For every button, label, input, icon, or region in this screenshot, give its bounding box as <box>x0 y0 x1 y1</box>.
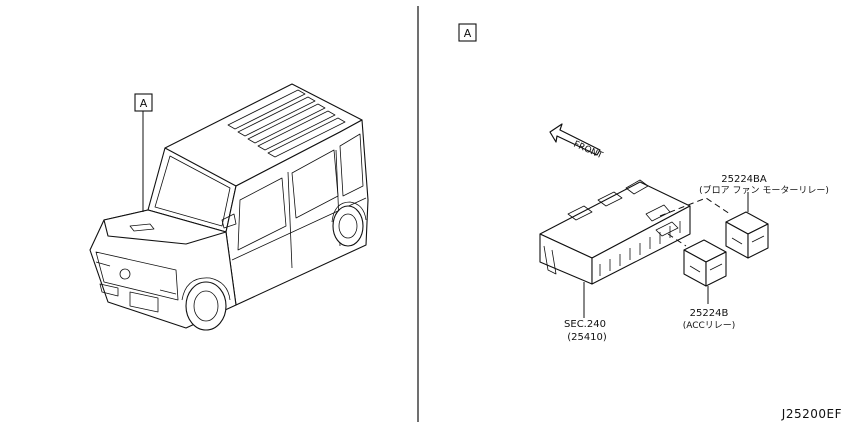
diagram-code: J25200EF <box>781 407 842 421</box>
relay-blower-fan <box>725 211 769 259</box>
part-acc-number: 25224B <box>690 308 729 319</box>
part-blower-desc: (ブロア ファン モーターリレー) <box>699 184 829 196</box>
callout-a-left[interactable]: A <box>134 93 153 112</box>
fuse-block <box>539 179 691 285</box>
section-ref: SEC.240 <box>564 319 606 330</box>
section-part: (25410) <box>567 332 607 343</box>
front-arrow-icon <box>549 123 601 156</box>
callout-a-left-text: A <box>140 97 148 110</box>
callout-a-right-text: A <box>464 27 472 40</box>
callout-a-right[interactable]: A <box>458 23 477 42</box>
part-blower-number: 25224BA <box>721 174 767 185</box>
relay-acc <box>683 239 727 287</box>
install-line-acc <box>667 233 687 247</box>
front-label: FRONT <box>572 140 605 162</box>
vehicle-illustration <box>89 83 369 331</box>
part-acc-desc: (ACCリレー) <box>683 321 736 331</box>
